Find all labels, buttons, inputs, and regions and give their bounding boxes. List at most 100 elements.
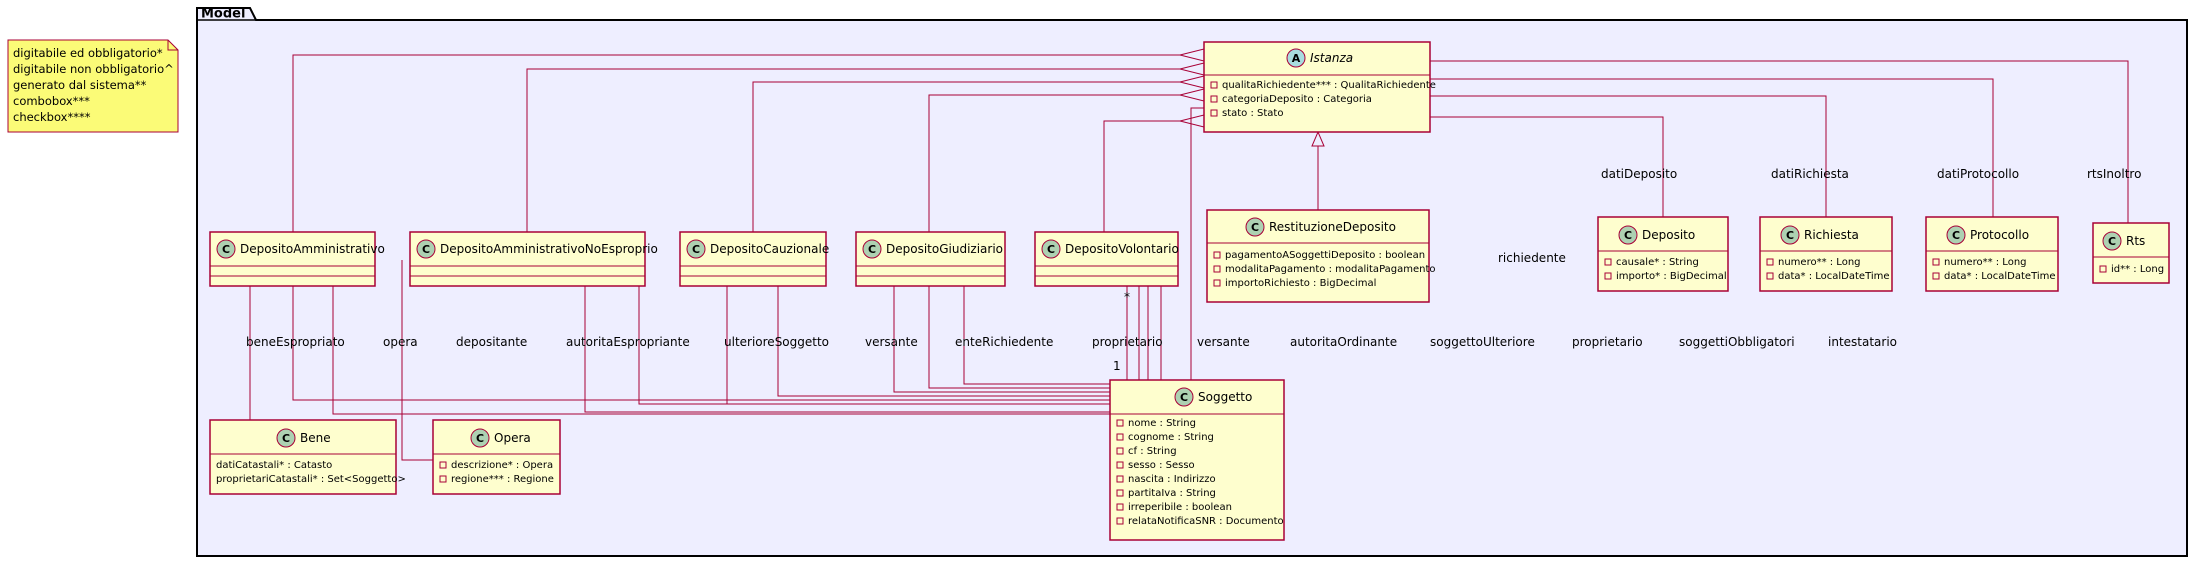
label-dati-protocollo: datiProtocollo xyxy=(1937,167,2019,181)
class-name: RestituzioneDeposito xyxy=(1269,220,1396,234)
attribute: causale* : String xyxy=(1616,257,1699,268)
class-icon: C xyxy=(422,243,430,256)
attribute: data* : LocalDateTime xyxy=(1944,271,2056,282)
association-line xyxy=(963,286,1110,385)
association-line xyxy=(1430,95,1827,217)
attribute: importoRichiesto : BigDecimal xyxy=(1225,278,1376,289)
association-line xyxy=(928,286,1110,389)
association-labels: datiDeposito datiRichiesta datiProtocoll… xyxy=(246,167,2141,373)
association-line xyxy=(893,286,1110,393)
attribute: id** : Long xyxy=(2111,264,2164,275)
class-deposito-amministrativo: C DepositoAmministrativo xyxy=(209,231,385,287)
class-deposito-giudiziario: C DepositoGiudiziario xyxy=(855,231,1006,287)
attribute: partitaIva : String xyxy=(1128,488,1216,499)
association-line xyxy=(401,260,433,461)
label-intestatario: intestatario xyxy=(1828,335,1897,349)
inheritance-line xyxy=(1190,107,1204,418)
attribute: proprietariCatastali* : Set<Soggetto> xyxy=(216,474,406,485)
label-soggetto-ulteriore: soggettoUlteriore xyxy=(1430,335,1535,349)
attribute: data* : LocalDateTime xyxy=(1778,271,1890,282)
label-autorita-ordinante: autoritaOrdinante xyxy=(1290,335,1397,349)
label-opera: opera xyxy=(383,335,418,349)
class-name: Rts xyxy=(2126,234,2145,248)
class-restituzione-deposito: C RestituzioneDeposito pagamentoASoggett… xyxy=(1206,209,1436,303)
attribute: regione*** : Regione xyxy=(451,474,554,485)
multiplicity-one: 1 xyxy=(1113,359,1121,373)
label-proprietario: proprietario xyxy=(1572,335,1643,349)
class-richiesta: C Richiesta numero** : Long data* : Loca… xyxy=(1759,216,1893,292)
class-name: Bene xyxy=(300,431,331,445)
inheritance-line xyxy=(752,81,1180,232)
inheritance-line xyxy=(1103,120,1180,232)
note-line: generato dal sistema** xyxy=(13,78,147,92)
class-soggetto: C Soggetto nome : String cognome : Strin… xyxy=(1109,379,1285,541)
class-protocollo: C Protocollo numero** : Long data* : Loc… xyxy=(1925,216,2059,292)
class-icon: C xyxy=(1047,243,1055,256)
class-name: DepositoAmministrativo xyxy=(240,242,385,256)
attribute: relataNotificaSNR : Documento xyxy=(1128,516,1284,527)
note-line: digitabile ed obbligatorio* xyxy=(13,46,163,60)
label-depositante: depositante xyxy=(456,335,527,349)
note-line: combobox*** xyxy=(13,94,90,108)
package-model: Model xyxy=(196,7,2188,557)
class-icon: C xyxy=(868,243,876,256)
attribute: modalitaPagamento : modalitaPagamento xyxy=(1225,264,1436,275)
inheritance-line xyxy=(526,68,1180,232)
attribute: pagamentoASoggettiDeposito : boolean xyxy=(1225,250,1425,261)
package-title: Model xyxy=(201,7,245,22)
label-ente-richiedente: enteRichiedente xyxy=(955,335,1053,349)
class-icon: C xyxy=(222,243,230,256)
class-icon: C xyxy=(1180,391,1188,404)
attribute: cf : String xyxy=(1128,446,1177,457)
class-icon: C xyxy=(1786,229,1794,242)
label-versante: versante xyxy=(865,335,918,349)
label-rts-inoltro: rtsInoltro xyxy=(2087,167,2141,181)
label-dati-deposito: datiDeposito xyxy=(1601,167,1677,181)
association-line xyxy=(584,286,1110,413)
attribute: descrizione* : Opera xyxy=(451,460,553,471)
inheritance-line xyxy=(928,94,1180,232)
class-deposito-amministrativo-no-esproprio: C DepositoAmministrativoNoEsproprio xyxy=(409,231,658,287)
attribute: cognome : String xyxy=(1128,432,1214,443)
class-name: DepositoGiudiziario xyxy=(886,242,1003,256)
class-icon: C xyxy=(282,432,290,445)
label-richiedente: richiedente xyxy=(1498,251,1566,265)
association-line xyxy=(292,286,1110,401)
label-ulteriore-soggetto: ulterioreSoggetto xyxy=(724,335,829,349)
class-name: DepositoCauzionale xyxy=(710,242,829,256)
association-line xyxy=(1430,78,1994,217)
label-soggetti-obbligatori: soggettiObbligatori xyxy=(1679,335,1795,349)
class-icon: C xyxy=(1624,229,1632,242)
class-icon: C xyxy=(1251,221,1259,234)
label-versante: versante xyxy=(1197,335,1250,349)
note-line: digitabile non obbligatorio^ xyxy=(13,62,174,76)
attribute: numero** : Long xyxy=(1778,257,1861,268)
attribute: nome : String xyxy=(1128,418,1196,429)
label-dati-richiesta: datiRichiesta xyxy=(1771,167,1849,181)
inheritance-line xyxy=(292,54,1180,232)
class-istanza: A Istanza qualitaRichiedente*** : Qualit… xyxy=(1203,41,1436,133)
class-icon: C xyxy=(1952,229,1960,242)
attribute: sesso : Sesso xyxy=(1128,460,1195,471)
class-name: Opera xyxy=(494,431,531,445)
attribute: stato : Stato xyxy=(1222,108,1283,119)
association-line xyxy=(777,286,1110,397)
label-bene-espropriato: beneEspropriato xyxy=(246,335,345,349)
association-line xyxy=(1430,116,1664,217)
class-rts: C Rts id** : Long xyxy=(2092,222,2170,284)
class-name: Istanza xyxy=(1310,51,1353,65)
class-deposito-cauzionale: C DepositoCauzionale xyxy=(679,231,829,287)
class-deposito: C Deposito causale* : String importo* : … xyxy=(1597,216,1729,292)
attribute: nascita : Indirizzo xyxy=(1128,474,1216,485)
association-line xyxy=(1430,60,2129,223)
label-proprietario: proprietario xyxy=(1092,335,1163,349)
association-line xyxy=(638,286,1110,405)
class-name: DepositoAmministrativoNoEsproprio xyxy=(440,242,658,256)
multiplicity-many: * xyxy=(1124,290,1130,304)
association-line xyxy=(332,278,1110,415)
attribute: qualitaRichiedente*** : QualitaRichieden… xyxy=(1222,80,1436,91)
attribute: categoriaDeposito : Categoria xyxy=(1222,94,1372,105)
class-name: Deposito xyxy=(1642,228,1695,242)
class-name: Soggetto xyxy=(1198,390,1252,404)
